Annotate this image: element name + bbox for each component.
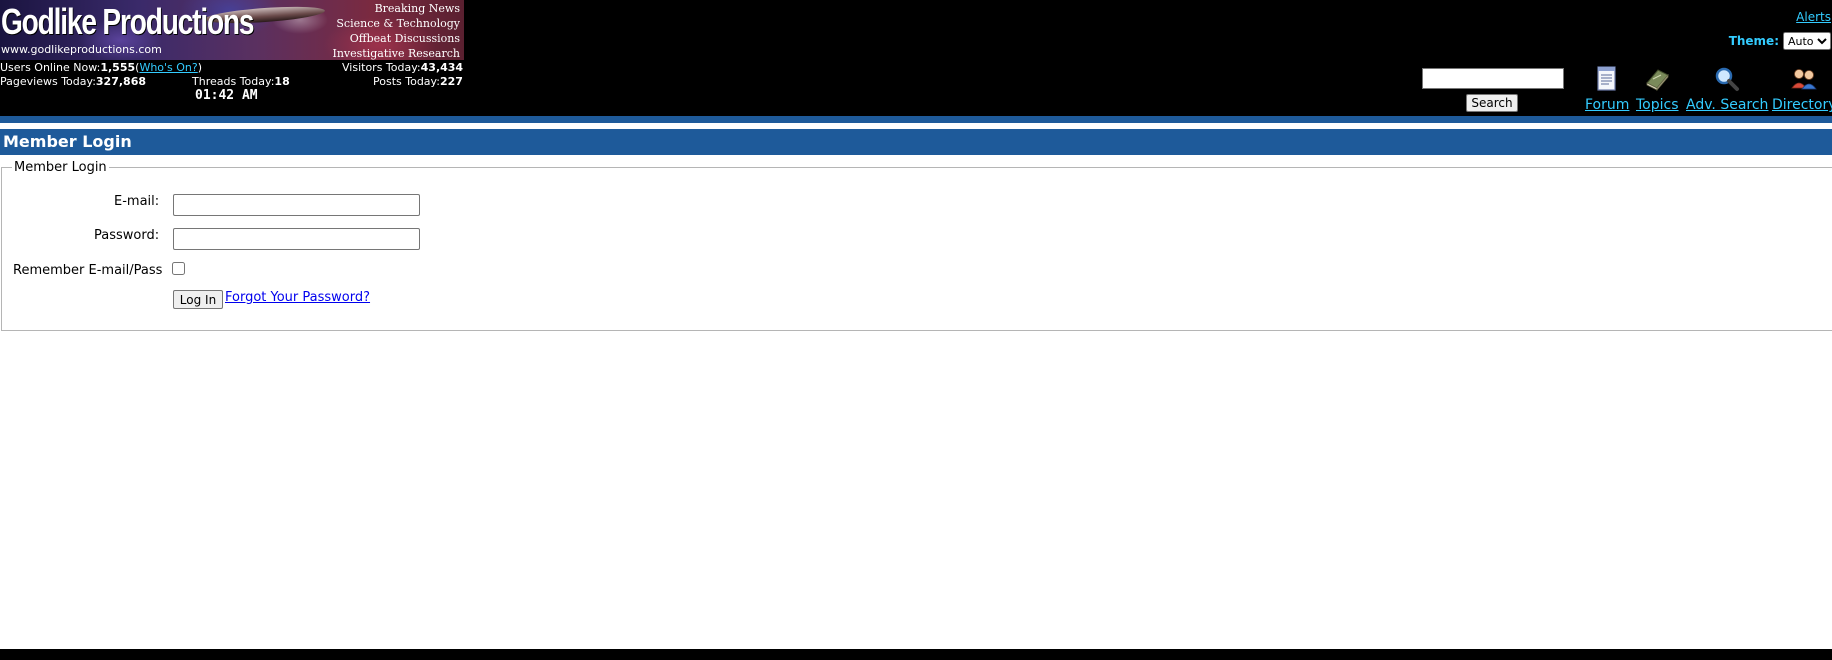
threads-value: 18 — [274, 75, 290, 88]
nav-directory[interactable]: Directory — [1772, 66, 1832, 113]
server-clock: 01:42 AM — [195, 88, 258, 103]
tagline: Breaking News — [374, 2, 460, 15]
password-label: Password: — [94, 228, 160, 243]
tagline: Offbeat Discussions — [349, 32, 460, 45]
whos-on-link[interactable]: Who's On? — [139, 61, 198, 74]
theme-label: Theme: — [1728, 34, 1779, 48]
theme-switcher: Theme: Auto — [1729, 32, 1831, 50]
tagline: Investigative Research — [332, 47, 460, 60]
remember-label: Remember E-mail/Pass — [13, 263, 163, 278]
search-input[interactable] — [1422, 68, 1564, 89]
forgot-password-link[interactable]: Forgot Your Password? — [225, 290, 371, 305]
header-divider — [0, 116, 1832, 123]
pageviews-label: Pageviews Today: — [0, 75, 96, 88]
nav-directory-label: Directory — [1772, 97, 1832, 113]
posts-stat: Posts Today:227 — [373, 75, 463, 89]
users-online-stat: Users Online Now:1,555(Who's On?) — [0, 61, 203, 74]
forum-icon — [1597, 66, 1616, 91]
nav-topics[interactable]: Topics — [1636, 66, 1679, 113]
email-label: E-mail: — [114, 194, 160, 209]
posts-label: Posts Today: — [373, 75, 440, 88]
page-title: Member Login — [3, 132, 132, 151]
login-legend: Member Login — [14, 160, 107, 175]
site-header: Godlike Productions www.godlikeproductio… — [0, 0, 1832, 116]
page-title-bar: Member Login — [0, 129, 1832, 155]
remember-checkbox[interactable] — [172, 262, 185, 275]
site-banner[interactable]: Godlike Productions www.godlikeproductio… — [0, 0, 464, 60]
posts-value: 227 — [439, 75, 463, 88]
nav-adv-search[interactable]: Adv. Search — [1686, 66, 1768, 113]
nav-topics-label: Topics — [1636, 97, 1679, 113]
threads-stat: Threads Today:18 — [192, 75, 290, 89]
site-logo-title: Godlike Productions — [1, 1, 255, 42]
threads-label: Threads Today: — [192, 75, 275, 88]
pageviews-value: 327,868 — [95, 75, 147, 88]
people-icon — [1791, 69, 1818, 90]
banner-taglines: Breaking News Science & Technology Offbe… — [332, 1, 460, 60]
footer-bar — [0, 649, 1832, 660]
topics-icon — [1646, 69, 1670, 92]
visitors-label: Visitors Today: — [342, 61, 421, 74]
users-online-value: 1,555 — [100, 61, 136, 74]
search-button[interactable]: Search — [1466, 94, 1518, 112]
tagline: Science & Technology — [336, 17, 460, 30]
login-fieldset: Member Login — [1, 160, 1832, 331]
alerts-link[interactable]: Alerts — [1796, 10, 1831, 24]
nav-adv-search-label: Adv. Search — [1686, 97, 1769, 113]
nav-forum[interactable]: Forum — [1585, 66, 1629, 113]
pageviews-stat: Pageviews Today:327,868 — [0, 75, 146, 89]
visitors-value: 43,434 — [420, 61, 464, 74]
visitors-stat: Visitors Today:43,434 — [342, 61, 463, 75]
email-field[interactable] — [173, 194, 420, 216]
site-url: www.godlikeproductions.com — [1, 43, 162, 56]
spacer — [0, 123, 1832, 129]
password-field[interactable] — [173, 228, 420, 250]
login-button[interactable]: Log In — [173, 290, 223, 309]
magnifier-icon — [1715, 67, 1740, 91]
nav-forum-label: Forum — [1585, 97, 1630, 113]
users-online-label: Users Online Now: — [0, 61, 101, 74]
theme-select[interactable]: Auto — [1783, 32, 1831, 50]
